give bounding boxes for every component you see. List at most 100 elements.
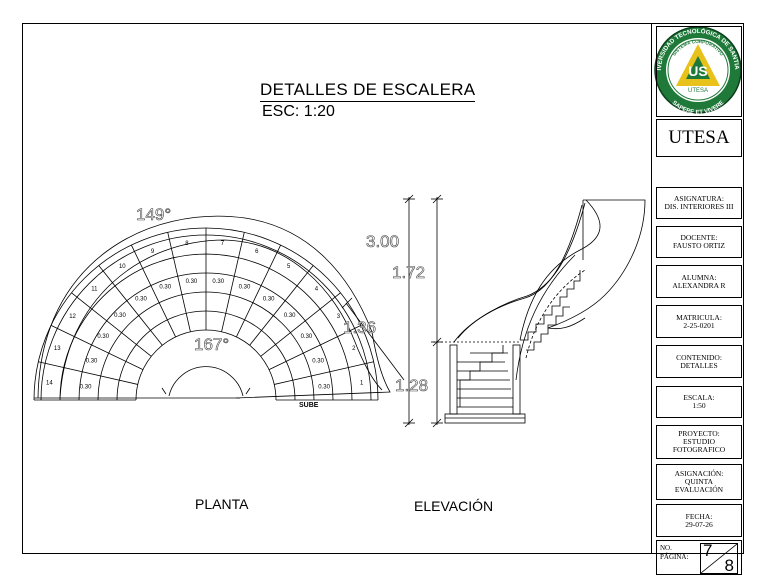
step-tread-label: 0.30 <box>301 334 313 340</box>
step-number: 4 <box>315 286 319 292</box>
asignatura-value: DIS. INTERIORES III <box>664 202 734 211</box>
matricula-value: 2-25-0201 <box>683 320 715 330</box>
step-tread-label: 0.30 <box>86 358 98 364</box>
plan-step-line <box>249 265 314 346</box>
plan-step-line <box>38 361 138 385</box>
plan-step-line <box>260 292 341 357</box>
asignacion-label: ASIGNACIÓN: <box>674 469 724 478</box>
step-number: 10 <box>119 264 126 270</box>
field-asignacion: ASIGNACIÓN: QUINTA EVALUACIÓN <box>656 464 742 500</box>
field-page: NO. PÁGINA: 7 8 <box>656 540 742 575</box>
step-tread-label: 0.30 <box>284 313 296 319</box>
step-tread-label: 0.30 <box>263 296 275 302</box>
elev-lower-height: 1.28 <box>395 376 429 396</box>
stair-plan <box>33 215 405 401</box>
title-block-logo-cell <box>656 26 742 117</box>
institution-name: UTESA <box>668 127 730 148</box>
alumna-label: ALUMNA: <box>681 272 717 282</box>
field-escala: ESCALA: 1:50 <box>656 386 742 418</box>
plan-outer-edge <box>235 331 391 399</box>
logo-initials: US <box>688 63 707 79</box>
proyecto-label: PROYECTO: <box>678 429 720 438</box>
step-tread-label: 0.30 <box>239 285 251 291</box>
step-tread-label: 0.30 <box>114 313 126 319</box>
drawing-scale-note: ESC: 1:20 <box>262 103 335 120</box>
field-matricula: MATRICULA: 2-25-0201 <box>656 305 742 338</box>
plan-sube-label: SUBE <box>299 402 319 409</box>
elev-total-height: 3.00 <box>366 232 400 252</box>
step-tread-label: 0.30 <box>135 296 147 302</box>
step-tread-label: 0.30 <box>212 279 224 285</box>
page-label: NO. PÁGINA: <box>660 544 688 562</box>
contenido-label: CONTENIDO: <box>676 352 722 362</box>
docente-value: FAUSTO ORTIZ <box>673 241 725 250</box>
plan-step-line <box>221 232 245 332</box>
page-label-line1: NO. <box>660 544 672 552</box>
asignacion-line2: EVALUACIÓN <box>674 485 724 494</box>
plan-step-line <box>167 232 191 332</box>
plan-dim-side: 1.36 <box>343 318 377 338</box>
drawing-frame <box>22 23 744 554</box>
escala-value: 1:50 <box>692 401 706 410</box>
escala-label: ESCALA: <box>683 393 715 402</box>
plan-dim-line <box>345 302 405 381</box>
page-number-box: 7 8 <box>700 541 738 575</box>
step-number: 1 <box>360 380 364 386</box>
step-tread-label: 0.30 <box>97 334 109 340</box>
step-number: 11 <box>91 286 98 292</box>
caption-plan: PLANTA <box>195 496 249 512</box>
contenido-value: DETALLES <box>680 360 718 370</box>
proyecto-line2: FOTOGRAFICO <box>672 445 726 454</box>
logo-name: UTESA <box>688 88 708 94</box>
plan-step-line <box>236 244 281 338</box>
fecha-value: 29-07-26 <box>685 519 713 529</box>
field-asignatura: ASIGNATURA: DIS. INTERIORES III <box>656 187 742 219</box>
page-divider-line <box>701 544 737 573</box>
step-tread-label: 0.30 <box>186 279 198 285</box>
title-block-institution: UTESA <box>656 119 742 157</box>
proyecto-line1: ESTUDIO <box>682 437 716 446</box>
drawing-title: DETALLES DE ESCALERA <box>260 80 476 102</box>
plan-second-arc <box>59 239 383 399</box>
field-alumna: ALUMNA: ALEXANDRA R <box>656 265 742 298</box>
caption-elevation: ELEVACIÓN <box>414 498 494 514</box>
field-fecha: FECHA: 29-07-26 <box>656 504 742 537</box>
step-number: 5 <box>287 264 291 270</box>
step-number: 2 <box>352 346 356 352</box>
plan-step-line <box>131 244 176 338</box>
field-docente: DOCENTE: FAUSTO ORTIZ <box>656 226 742 258</box>
plan-step-line <box>50 325 144 370</box>
step-tread-label: 0.30 <box>159 285 171 291</box>
step-tread-label: 0.30 <box>80 385 92 391</box>
plan-outer-arc <box>37 215 373 399</box>
plan-step-line <box>98 265 163 346</box>
step-number: 7 <box>221 241 225 247</box>
plan-center-arc <box>168 366 244 397</box>
docente-label: DOCENTE: <box>680 233 718 242</box>
step-number: 9 <box>151 249 155 255</box>
asignatura-label: ASIGNATURA: <box>673 194 724 203</box>
step-number: 8 <box>185 241 189 247</box>
alumna-value: ALEXANDRA R <box>672 280 726 290</box>
plan-step-line <box>274 361 374 385</box>
plan-angle-inner: 167° <box>194 335 230 355</box>
plan-step-line <box>268 325 362 370</box>
stair-plan-labels: 1 0.30 2 0.30 3 0.30 4 0.30 5 0.30 6 0.30 7 0.30 8 0.30… <box>46 241 364 391</box>
step-tread-label: 0.30 <box>312 358 324 364</box>
plan-angle-outer: 149° <box>136 205 172 225</box>
plan-center-arrows <box>161 387 251 395</box>
step-number: 14 <box>46 380 53 386</box>
page-label-line2: PÁGINA: <box>660 553 689 561</box>
step-number: 6 <box>255 249 259 255</box>
step-number: 13 <box>54 346 61 352</box>
asignacion-line1: QUINTA <box>684 477 714 486</box>
plan-dim-tick <box>341 297 353 309</box>
stair-elevation <box>403 194 646 428</box>
fecha-label: FECHA: <box>685 511 713 521</box>
matricula-label: MATRICULA: <box>676 312 722 322</box>
page-current: 7 <box>703 541 713 560</box>
step-number: 3 <box>337 314 341 320</box>
step-number: 12 <box>69 314 76 320</box>
field-contenido: CONTENIDO: DETALLES <box>656 345 742 378</box>
elev-upper-height: 1.72 <box>392 263 426 283</box>
